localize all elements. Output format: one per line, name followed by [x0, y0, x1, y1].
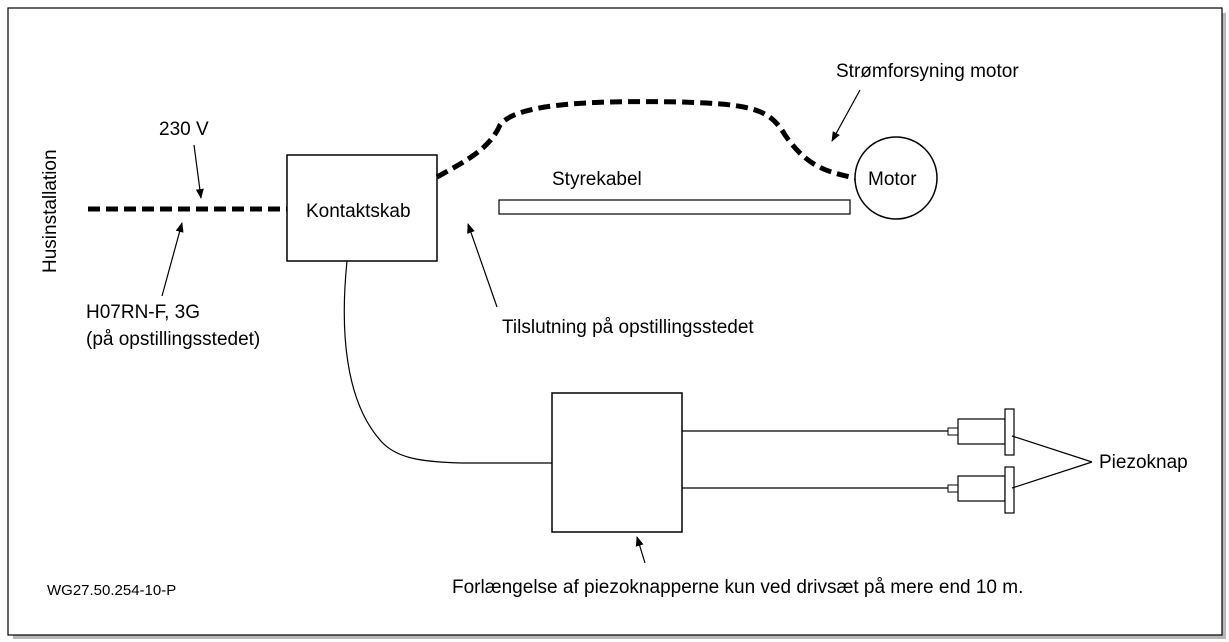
motor-circle: [854, 136, 938, 220]
control-cable-bar: [498, 199, 851, 215]
contact-cabinet-label: Kontaktskab: [306, 201, 411, 222]
husinstallation-label: Husinstallation: [40, 149, 61, 273]
site-connection-label: Tilslutning på opstillingsstedet: [502, 317, 754, 338]
piezo-button-label: Piezoknap: [1099, 452, 1188, 473]
extension-box: [551, 392, 683, 533]
piezo-leader-top: [1011, 435, 1093, 463]
arrow-motor-supply: [831, 89, 861, 142]
cable-type-label-line1: H07RN-F, 3G: [86, 302, 200, 323]
control-cable-label: Styrekabel: [552, 169, 642, 190]
motor-supply-label: Strømforsyning motor: [836, 61, 1019, 82]
contact-cabinet-box: [286, 154, 438, 262]
piezo-button-top: [947, 408, 1015, 456]
motor-supply-cable: [435, 99, 856, 181]
arrow-extension: [635, 536, 646, 564]
piezo-button-bottom: [947, 466, 1015, 514]
arrow-cable-type: [161, 222, 184, 297]
motor-label: Motor: [868, 169, 917, 190]
piezo-leader-bottom: [1011, 461, 1093, 489]
voltage-label: 230 V: [159, 119, 209, 140]
arrow-site-connection: [467, 223, 498, 308]
cable-type-label-line2: (på opstillingsstedet): [86, 329, 260, 350]
arrow-voltage: [193, 144, 204, 199]
extension-cable: [343, 260, 552, 464]
extension-note-label: Forlængelse af piezoknapperne kun ved dr…: [452, 577, 1023, 598]
drawing-id-label: WG27.50.254-10-P: [47, 582, 176, 599]
